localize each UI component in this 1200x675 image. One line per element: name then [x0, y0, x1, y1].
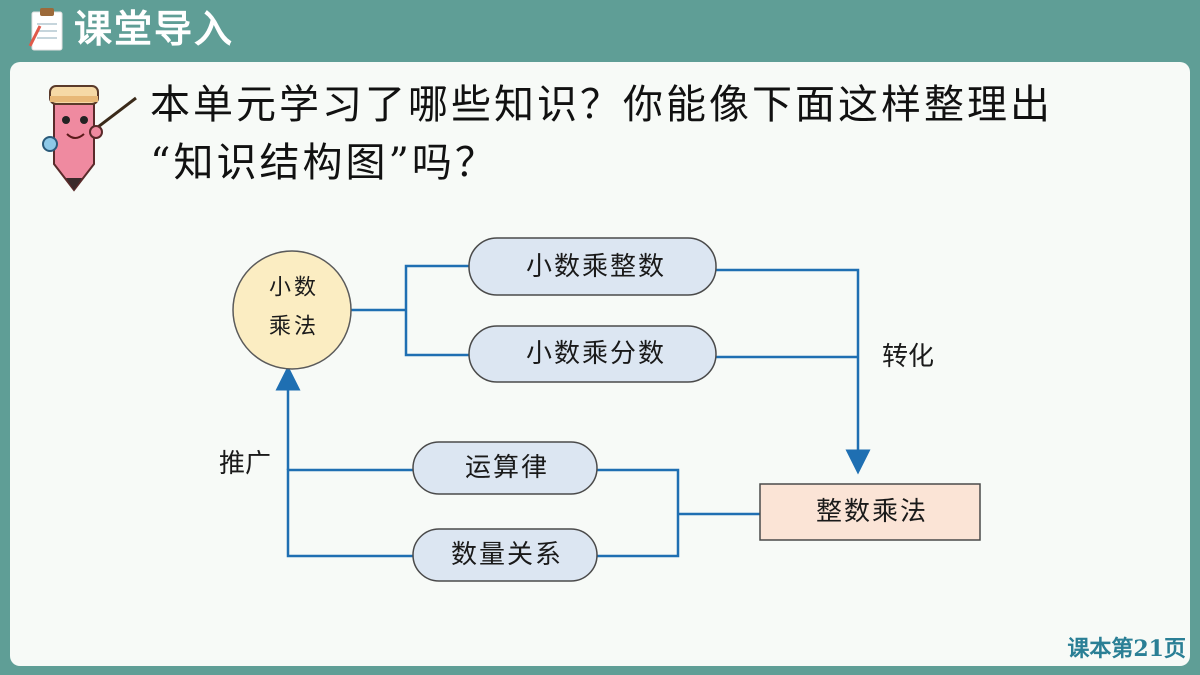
- center-node-line-2: 乘法: [269, 315, 319, 340]
- connector-branch-bottom: [597, 468, 680, 558]
- node-laws: 运算律: [412, 441, 598, 495]
- node-integer-multiplication: 整数乘法: [759, 483, 981, 541]
- node-label: 小数乘整数: [526, 252, 666, 282]
- edge-label-convert: 转化: [882, 342, 934, 372]
- question-text: 本单元学习了哪些知识？你能像下面这样整理出 “知识结构图”吗？: [150, 76, 1160, 192]
- node-label: 数量关系: [451, 540, 563, 570]
- textbook-page-reference: 课本第21页: [1067, 636, 1186, 662]
- notebook-icon: [28, 8, 63, 51]
- node-label: 运算律: [465, 453, 549, 483]
- question-line-2: “知识结构图”吗？: [150, 140, 498, 186]
- connector-convert: [716, 268, 871, 475]
- connector-generalize: [286, 468, 413, 558]
- connector-branch-top: [404, 264, 469, 357]
- page-title: 课堂导入: [74, 7, 235, 51]
- edge-label-generalize: 推广: [219, 449, 271, 479]
- node-label: 小数乘分数: [526, 339, 666, 369]
- pencil-teacher-icon: [42, 85, 137, 192]
- header-bar: 课堂导入: [0, 0, 1200, 58]
- node-decimal-times-decimal: 小数乘分数: [468, 325, 717, 383]
- center-node-line-1: 小数: [269, 276, 319, 301]
- center-node: 小数 乘法: [232, 250, 352, 370]
- question-line-1: 本单元学习了哪些知识？你能像下面这样整理出: [150, 82, 1053, 128]
- node-decimal-times-integer: 小数乘整数: [468, 237, 717, 296]
- node-label: 整数乘法: [816, 497, 928, 527]
- connector-lines: [275, 264, 871, 558]
- node-quantity-relations: 数量关系: [412, 528, 598, 582]
